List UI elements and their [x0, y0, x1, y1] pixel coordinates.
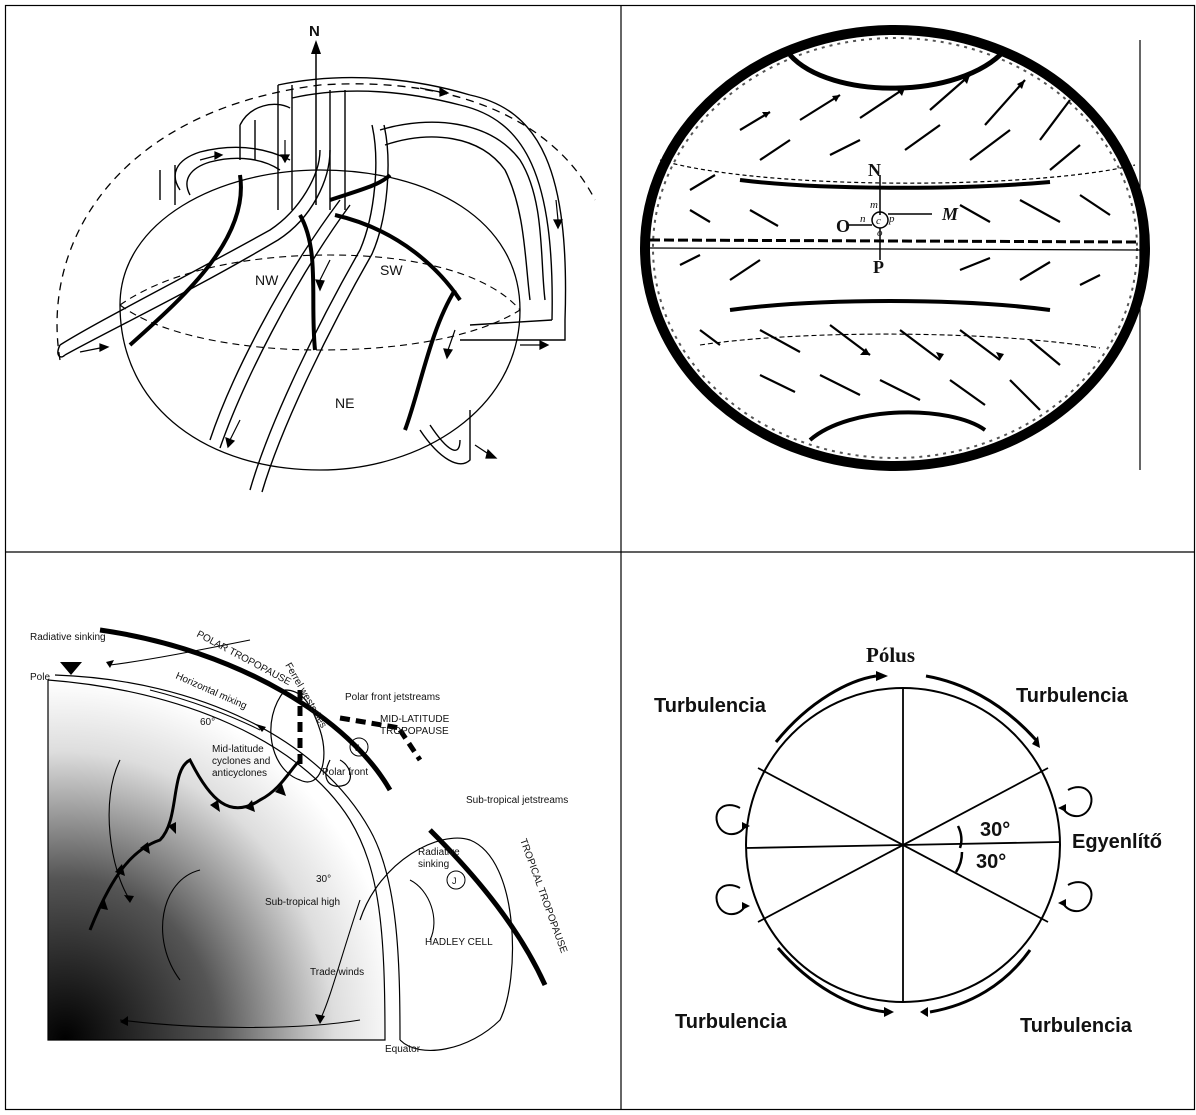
label-polus: Pólus: [866, 643, 915, 667]
small-n: n: [860, 213, 866, 225]
label-tropical-tropopause: TROPICAL TROPOPAUSE: [517, 837, 569, 955]
label-pole: Pole: [30, 672, 50, 683]
label-radiative-sinking-mid-1: Radiative: [418, 847, 460, 858]
label-mid-latitude-tropopause-2: TROPOPAUSE: [380, 726, 449, 737]
label-hadley-cell: HADLEY CELL: [425, 937, 493, 948]
panel-general-circulation: Radiative sinking Pole POLAR TROPOPAUSE …: [30, 629, 569, 1055]
label-jet-1: J: [355, 743, 360, 753]
label-P: P: [873, 257, 884, 277]
label-turbulence-nw: Turbulencia: [654, 695, 767, 717]
label-lat-60: 60°: [200, 717, 215, 728]
label-ne: NE: [335, 395, 354, 411]
label-nw: NW: [255, 272, 279, 288]
label-midlat-3: anticyclones: [212, 768, 267, 779]
panel-globe-winds: N M O P m n c p o: [645, 30, 1145, 470]
label-polar-front-jetstreams: Polar front jetstreams: [345, 692, 440, 703]
label-trade-winds: Trade winds: [310, 967, 364, 978]
label-jet-2: J: [452, 876, 457, 886]
label-mid-latitude-tropopause-1: MID-LATITUDE: [380, 714, 450, 725]
small-p: p: [888, 213, 895, 225]
label-turbulence-ne: Turbulencia: [1016, 685, 1129, 707]
label-30-upper: 30°: [980, 819, 1010, 841]
label-subtropical-jetstreams: Sub-tropical jetstreams: [466, 795, 568, 806]
label-midlat-2: cyclones and: [212, 756, 270, 767]
panel-turbulence-circle: Pólus Turbulencia Turbulencia Turbulenci…: [654, 643, 1162, 1037]
small-m: m: [870, 199, 878, 211]
small-c: c: [876, 215, 881, 227]
label-midlat-1: Mid-latitude: [212, 744, 264, 755]
label-turbulence-se: Turbulencia: [1020, 1015, 1133, 1037]
label-radiative-sinking-top: Radiative sinking: [30, 632, 106, 643]
label-O: O: [836, 216, 850, 236]
label-N: N: [868, 160, 881, 180]
label-lat-30: 30°: [316, 874, 331, 885]
label-radiative-sinking-mid-2: sinking: [418, 859, 449, 870]
label-turbulence-sw: Turbulencia: [675, 1011, 788, 1033]
label-polar-front: Polar front: [322, 767, 368, 778]
small-o: o: [877, 227, 883, 239]
label-sw: SW: [380, 262, 403, 278]
panel-hemisphere-circulation: N: [57, 23, 595, 492]
label-subtropical-high: Sub-tropical high: [265, 897, 340, 908]
north-label: N: [309, 23, 320, 40]
label-egyenlito: Egyenlítő: [1072, 831, 1162, 853]
label-M: M: [941, 204, 959, 224]
label-30-lower: 30°: [976, 851, 1006, 873]
label-equator: Equator: [385, 1044, 421, 1055]
